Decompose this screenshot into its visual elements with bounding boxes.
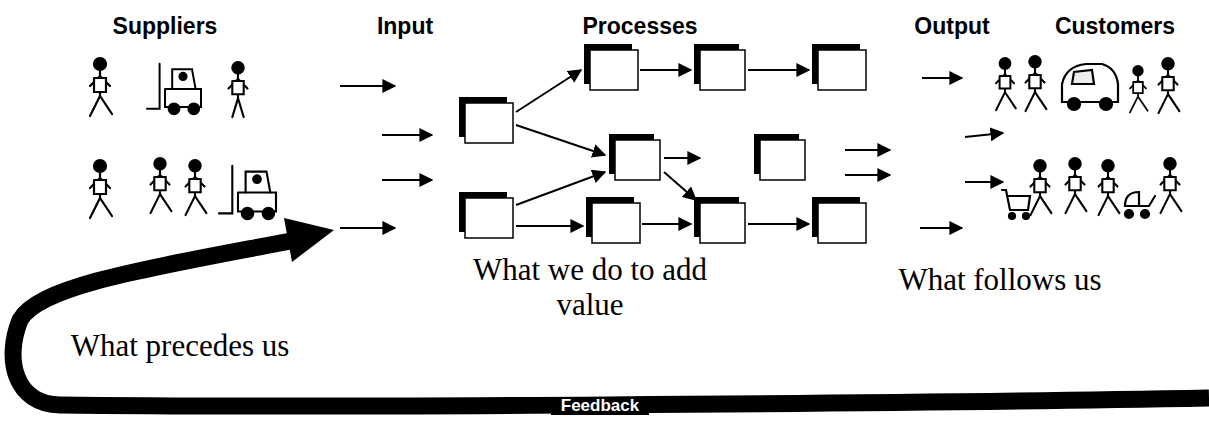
feedback-band-label: Feedback [551, 397, 649, 415]
process-box [592, 203, 640, 243]
flow-arrow [845, 149, 890, 151]
flow-arrow [845, 174, 890, 176]
flow-arrow [516, 225, 583, 227]
flow-arrow [340, 85, 395, 87]
forklift-figure [219, 166, 276, 219]
process-box [590, 50, 638, 90]
flow-arrow [965, 133, 1003, 137]
person-figure [1099, 160, 1120, 215]
flow-arrow [382, 134, 432, 136]
person-figure [1130, 66, 1148, 112]
person-figure [151, 158, 172, 213]
person-figure [1026, 56, 1047, 111]
band-text: Feedback [561, 397, 639, 415]
flow-arrow [664, 172, 696, 200]
flow-arrow [748, 69, 809, 71]
process-box [700, 203, 745, 243]
column-heading: Customers [1055, 12, 1175, 40]
flow-arrow [664, 157, 700, 159]
person-figure [90, 58, 112, 116]
person-figure [996, 58, 1016, 110]
process-box [465, 103, 513, 143]
feedback-arrowhead [284, 218, 334, 262]
flow-arrow [920, 227, 962, 229]
flow-arrow [965, 181, 1003, 183]
column-heading: Processes [582, 12, 697, 40]
flow-arrow [748, 223, 809, 225]
flow-arrow [382, 179, 432, 181]
forklift-figure [147, 64, 201, 114]
flow-arrow [922, 77, 962, 79]
flow-arrow [340, 227, 395, 229]
person-figure [1161, 158, 1182, 213]
person-figure [1159, 58, 1180, 113]
flow-arrow [640, 69, 691, 71]
process-box [615, 140, 660, 180]
flow-arrows [340, 70, 1003, 228]
feedback-band [13, 240, 1209, 406]
process-box [818, 203, 866, 243]
person-figure [229, 62, 248, 117]
process-box [700, 50, 745, 90]
annotation-text: What precedes us [10, 328, 350, 363]
stroller-figure [1125, 192, 1155, 218]
process-box [465, 198, 513, 238]
cart-figure [1002, 190, 1030, 219]
flow-arrow [516, 172, 605, 205]
flow-arrow [516, 125, 605, 155]
process-box [760, 140, 805, 180]
flow-arrow [516, 70, 581, 112]
flow-arrow [642, 223, 691, 225]
person-figure [90, 160, 112, 218]
annotation-text: What we do to add value [440, 252, 740, 322]
person-figure [1031, 160, 1052, 215]
column-heading: Input [377, 12, 433, 40]
person-figure [1066, 158, 1087, 213]
person-figure [186, 160, 207, 215]
column-heading: Output [914, 12, 989, 40]
people-figures [90, 56, 1181, 219]
car-figure [1062, 64, 1118, 110]
process-boxes [459, 44, 866, 243]
annotation-text: What follows us [890, 262, 1110, 297]
column-heading: Suppliers [113, 12, 218, 40]
process-box [818, 50, 866, 90]
